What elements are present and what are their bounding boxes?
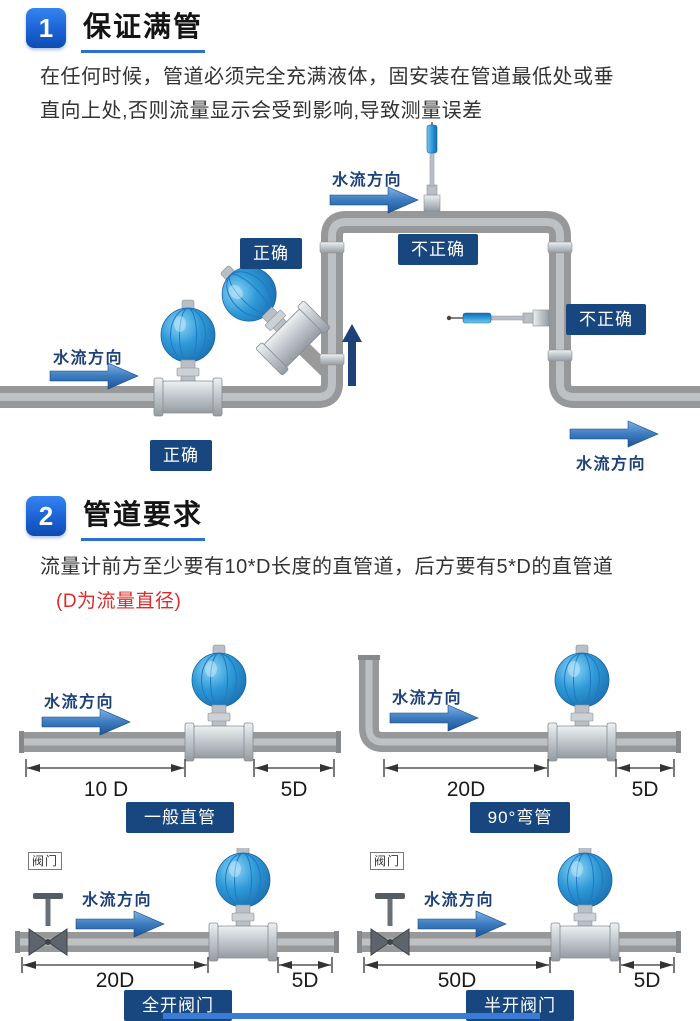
diagram-caption: 90°弯管 (469, 802, 571, 833)
correct-tag: 正确 (150, 440, 212, 471)
pipe-end (358, 655, 380, 660)
section1-number-badge: 1 (26, 8, 66, 48)
section2-title: 管道要求 (81, 496, 206, 541)
flow-arrow-icon (389, 704, 479, 732)
up-arrow-icon (342, 324, 362, 386)
dimension-label: 5D (634, 969, 661, 988)
flow-direction-label: 水流方向 (82, 892, 153, 909)
flow-direction-label: 水流方向 (53, 350, 124, 367)
dimension-label: 10 D (84, 778, 128, 800)
dimension-back (277, 957, 333, 973)
diagram-straight-pipe: 10 D 5D 水流方向 一般直管 (14, 630, 346, 833)
dimension-front (25, 759, 186, 777)
pipe-end (334, 931, 339, 953)
valve-label: 阀门 (370, 852, 405, 870)
diagram-caption: 半开阀门 (466, 990, 574, 1021)
diagram-open-valve: 20D 5D 阀门 水流方向 全开阀门 (12, 848, 344, 1021)
dimension-label: 20D (96, 969, 135, 988)
pipe-end (676, 731, 681, 753)
pipe-end (357, 931, 362, 953)
flow-arrow-icon (329, 186, 419, 214)
pipe-fitting (319, 353, 345, 366)
flowmeter-icon (547, 644, 617, 762)
flow-direction-label: 水流方向 (576, 456, 647, 473)
dimension-back (619, 957, 675, 973)
section1-body: 在任何时候，管道必须完全充满液体，固安装在管道最低处或垂 直向上处,否则流量显示… (40, 60, 676, 128)
flow-direction-label: 水流方向 (392, 690, 463, 707)
pipe-fitting (319, 241, 345, 254)
pipe-fitting (547, 241, 573, 254)
insertion-sensor-icon (446, 309, 550, 327)
section1-body-line2: 直向上处,否则流量显示会受到影响,导致测量误差 (40, 100, 483, 122)
dimension-front (21, 957, 209, 973)
diagram-caption: 一般直管 (126, 802, 234, 833)
diagram-half-open-valve: 50D 5D 阀门 水流方向 半开阀门 (354, 848, 686, 1021)
dimension-front (363, 957, 551, 973)
dimension-label: 50D (438, 969, 477, 988)
dimension-label: 20D (447, 778, 486, 800)
insertion-sensor-icon (423, 122, 441, 212)
pipe-end (676, 931, 681, 953)
dimension-front (383, 759, 549, 777)
diameter-note: (D为流量直径) (56, 591, 182, 612)
incorrect-tag: 不正确 (566, 304, 646, 335)
flow-arrow-icon (41, 708, 131, 736)
dimension-back (253, 759, 335, 777)
pipe-highlight (0, 218, 700, 401)
flowmeter-icon (153, 299, 223, 417)
diagram-90-bend: 20D 5D 水流方向 90°弯管 (354, 630, 686, 833)
valve-label: 阀门 (28, 852, 63, 870)
pipe-end (19, 731, 24, 753)
dimension-back (615, 759, 675, 777)
full-pipe-installation-diagram: 水流方向 水流方向 水流方向 正确 不正确 不正确 正确 (0, 122, 700, 487)
flow-arrow-icon (569, 420, 659, 448)
section2-number-badge: 2 (26, 496, 66, 536)
pipe-highlight (365, 658, 678, 746)
dimension-label: 5D (632, 778, 659, 800)
section2-body: 流量计前方至少要有10*D长度的直管道，后方要有5*D的直管道 (40, 556, 614, 578)
pipe-end (336, 731, 341, 753)
pipe-end (15, 931, 20, 953)
flowmeter-icon (184, 644, 254, 762)
flow-direction-label: 水流方向 (424, 892, 495, 909)
flowmeter-icon (208, 848, 278, 962)
section2-header: 2 管道要求 (26, 496, 206, 541)
dimension-label: 5D (281, 778, 308, 800)
flowmeter-icon (550, 848, 620, 962)
section1-header: 1 保证满管 (26, 8, 206, 53)
section1-body-line1: 在任何时候，管道必须完全充满液体，固安装在管道最低处或垂 (40, 66, 614, 88)
pipe-fitting (547, 349, 573, 362)
section1-title: 保证满管 (81, 8, 206, 53)
correct-tag: 正确 (240, 238, 302, 269)
flow-direction-label: 水流方向 (44, 694, 115, 711)
incorrect-tag: 不正确 (398, 234, 478, 265)
dimension-label: 5D (292, 969, 319, 988)
pipe-scene (0, 122, 700, 448)
flow-direction-label: 水流方向 (332, 172, 403, 189)
next-section-banner-edge (163, 1013, 540, 1019)
